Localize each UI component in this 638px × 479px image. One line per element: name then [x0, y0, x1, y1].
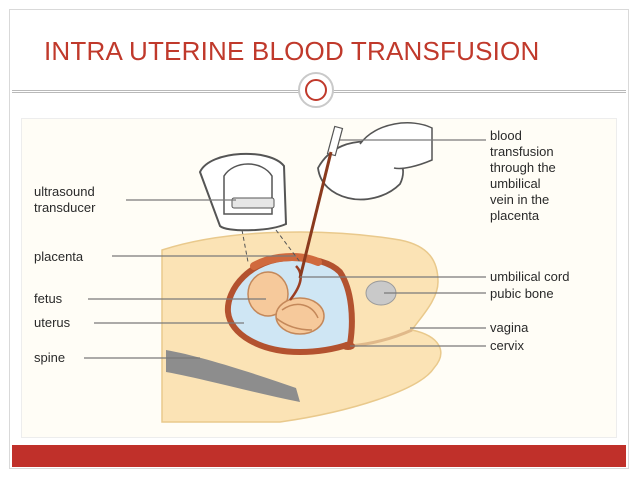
placenta — [250, 253, 322, 270]
cervix — [341, 342, 355, 350]
ultrasound-beam — [241, 229, 249, 263]
label-vagina: vagina — [490, 320, 529, 335]
label-uterus: uterus — [34, 315, 71, 330]
label-transfusion-3: through the — [490, 160, 556, 175]
label-cervix: cervix — [490, 338, 524, 353]
label-transfusion-5: vein in the — [490, 192, 549, 207]
label-transfusion-6: placenta — [490, 208, 540, 223]
label-pubic-bone: pubic bone — [490, 286, 554, 301]
label-transfusion-4: umbilical — [490, 176, 541, 191]
umbilical-cord — [289, 265, 302, 301]
fetus — [247, 271, 325, 335]
label-fetus: fetus — [34, 291, 63, 306]
label-ultrasound-2: transducer — [34, 200, 96, 215]
label-placenta: placenta — [34, 249, 84, 264]
vaginal-canal — [349, 328, 413, 348]
leader-lines — [84, 139, 486, 359]
slide-title: INTRA UTERINE BLOOD TRANSFUSION — [44, 36, 540, 66]
spine — [166, 350, 300, 402]
bottom-accent-bar — [12, 445, 626, 467]
hand-holding-needle — [317, 122, 433, 201]
label-spine: spine — [34, 350, 65, 365]
label-ultrasound-1: ultrasound — [34, 184, 95, 199]
ultrasound-transducer — [198, 152, 288, 232]
label-umbilical-cord: umbilical cord — [490, 269, 569, 284]
needle-syringe — [298, 125, 344, 279]
label-transfusion-2: transfusion — [490, 144, 554, 159]
slide-frame — [9, 9, 629, 469]
label-transfusion-1: blood — [490, 128, 522, 143]
circle-ornament-icon — [298, 72, 334, 108]
